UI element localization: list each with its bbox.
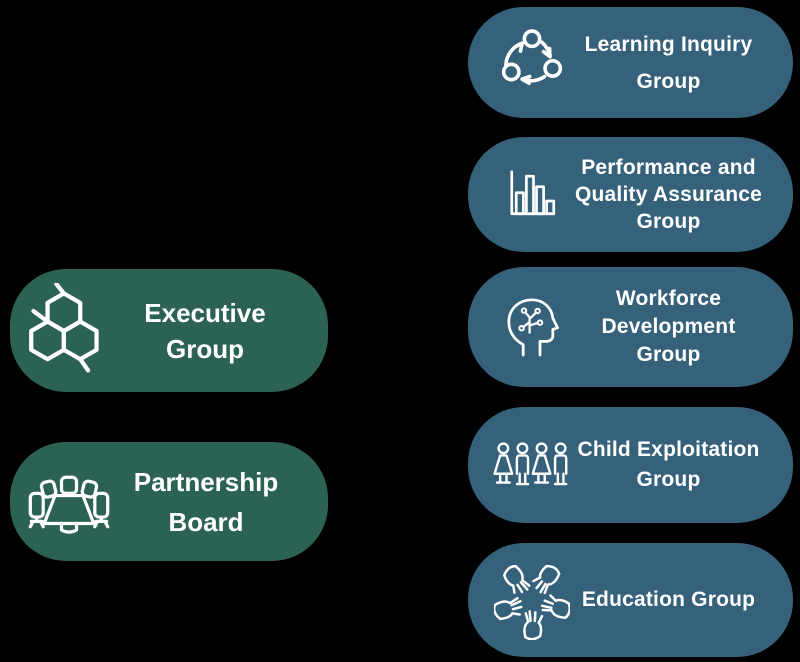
label-line: Executive [144,297,266,328]
label-line: Learning Inquiry [584,32,753,56]
label-line: Group [636,69,701,93]
node-workforce-development-group: Workforce Development Group [468,267,793,387]
label-line: Group [166,333,244,364]
bar-chart-icon [492,164,572,226]
node-executive-group: Executive Group [10,269,328,392]
node-education-group: Education Group [468,543,793,657]
label-line: Group [636,468,701,491]
children-icon [492,439,572,491]
board-meeting-icon [24,459,114,545]
node-performance-quality-assurance-group: Performance and Quality Assurance Group [468,137,793,252]
node-child-exploitation-group: Child Exploitation Group [468,407,793,523]
node-label: Executive Group [112,295,328,367]
node-learning-inquiry-group: Learning Inquiry Group [468,7,793,118]
label-line: Quality Assurance [574,183,763,206]
label-line: Performance and [581,156,756,179]
molecule-icon [16,282,112,379]
label-line: Group [636,210,701,233]
label-line: Development Group [601,315,736,366]
cycle-arrows-icon [492,27,572,99]
node-label: Learning Inquiry Group [572,26,793,100]
node-label: Performance and Quality Assurance Group [572,154,793,235]
node-label: Workforce Development Group [572,285,793,369]
node-label: Education Group [572,588,793,612]
brain-head-icon [492,288,572,366]
label-line: Education Group [581,588,756,611]
label-line: Workforce [615,287,722,310]
label-line: Child Exploitation [577,438,760,461]
node-label: Partnership Board [114,462,328,542]
node-partnership-board: Partnership Board [10,442,328,561]
hands-together-icon [492,560,572,640]
node-label: Child Exploitation Group [572,435,793,495]
label-line: Partnership [133,466,279,497]
label-line: Board [168,506,244,537]
